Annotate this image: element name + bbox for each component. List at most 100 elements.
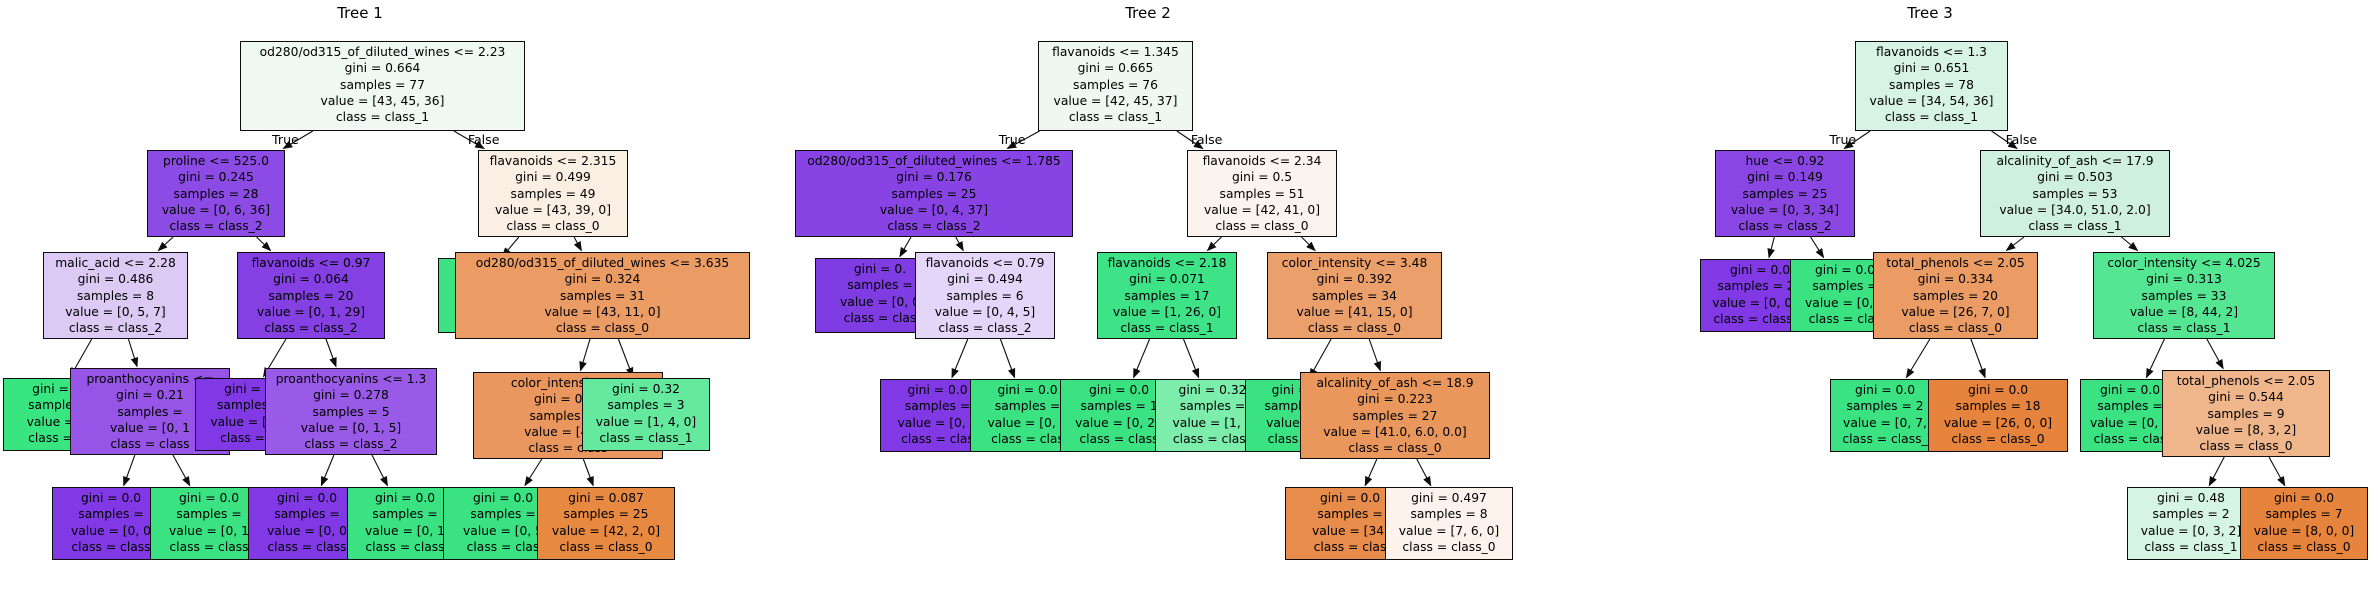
node-text-line: class = class_0 — [1402, 539, 1496, 554]
node-text-line: total_phenols <= 2.05 — [1886, 256, 2025, 270]
tree-title-1: Tree 1 — [337, 4, 383, 22]
tree-edge — [2268, 456, 2286, 487]
node-text-line: samples = 53 — [2032, 186, 2118, 201]
tree-edge — [1368, 338, 1382, 372]
node-text-line: gini = 0.245 — [178, 170, 254, 185]
node-text-line: samples = 9 — [2207, 406, 2285, 421]
node-text-line: class = — [28, 430, 73, 445]
node-text-line: malic_acid <= 2.28 — [55, 256, 176, 270]
node-text-line: samples = — [470, 507, 536, 522]
node-text-line: samples = — [2097, 399, 2163, 414]
node-text-line: class = class_1 — [2144, 539, 2238, 554]
tree-edge — [582, 458, 594, 487]
node-text-line: gini = 0.0 — [472, 491, 534, 505]
node-text-line: value = [0, 1, 29] — [256, 304, 366, 319]
node-text-line: gini = 0.0 — [1088, 383, 1150, 397]
node-text-line: class = class — [1079, 431, 1159, 446]
node-text-line: gini = 0.665 — [1077, 61, 1154, 76]
node-text-line: gini = 0.392 — [1316, 272, 1393, 287]
tree-edge — [325, 338, 337, 368]
node-text-line: value = [34.0, 51.0, 2.0] — [1999, 202, 2151, 217]
tree-title-2: Tree 2 — [1125, 4, 1171, 22]
node-text-line: samples = — [1812, 279, 1878, 294]
node-text-line: gini = 0.0 — [374, 491, 436, 505]
tree-edge — [172, 454, 191, 487]
node-text-line: gini = 0.149 — [1747, 170, 1823, 185]
node-text-line: gini = 0.0 — [1729, 263, 1791, 277]
node-text-line: samples = 51 — [1219, 186, 1305, 201]
node-text-line: color_intensity <= 3.48 — [1281, 256, 1428, 270]
tree-edge — [127, 338, 139, 368]
node-text-line: gini = 0.087 — [568, 491, 644, 505]
node-text-line: value = [42, 45, 37] — [1053, 93, 1178, 108]
node-text-line: class = clas — [901, 431, 974, 446]
node-text-line: value = [34, — [1311, 523, 1389, 538]
node-text-line: class = class_1 — [335, 110, 430, 125]
tree-edge — [282, 130, 314, 150]
node-text-line: gini = 0.48 — [2157, 491, 2225, 505]
node-text-line: samples = 31 — [560, 288, 645, 303]
node-text-line: value = [1, 26, 0] — [1112, 304, 1222, 319]
tree-edge — [1364, 458, 1378, 487]
node-text-line: gini = 0.0 — [178, 491, 240, 505]
tree-edge — [1810, 236, 1825, 259]
node-text-line: value = [43, 11, 0] — [544, 304, 661, 319]
node-text-line: class = class_2 — [264, 321, 358, 336]
tree-edge — [617, 338, 634, 378]
node-text-line: samples = 8 — [1410, 507, 1488, 522]
node-text-line: value = [41, 15, 0] — [1296, 304, 1413, 319]
branch-label-true: True — [272, 132, 299, 147]
tree-title-3: Tree 3 — [1907, 4, 1953, 22]
node-text-line: samples = 28 — [173, 186, 259, 201]
node-text-line: color_intensity <= 4.025 — [2107, 256, 2261, 270]
node-text-line: gini = 0.0 — [997, 383, 1058, 397]
node-text-line: value = [8, 0, 0] — [2253, 523, 2355, 538]
tree-edge — [453, 130, 485, 150]
node-text-line: sample — [28, 398, 73, 413]
node-text-line: value = [26, 0, 0] — [1943, 415, 2053, 430]
node-text-line: value = [34, 54, 36] — [1869, 93, 1994, 108]
tree-edge — [999, 338, 1016, 379]
tree-edge — [1176, 130, 1204, 150]
node-text-line: class = class_1 — [1884, 110, 1979, 125]
node-text-line: gini = 0.32 — [1178, 383, 1247, 397]
node-text-line: class = class_0 — [1307, 321, 1402, 336]
node-text-line: flavanoids <= 1.345 — [1052, 45, 1179, 59]
node-text-line: value = [26, 7, 0] — [1901, 304, 2010, 319]
tree-edge — [573, 236, 582, 252]
node-text-line: value = [0, 4, 37] — [879, 202, 989, 217]
node-text-line: gini = 0.494 — [947, 272, 1023, 287]
node-text-line: class = class_2 — [1738, 219, 1832, 234]
node-text-line: flavanoids <= 2.315 — [489, 154, 617, 168]
tree-edge — [1206, 236, 1222, 252]
node-text-line: class = class_2 — [887, 219, 981, 234]
node-text-line: flavanoids <= 1.3 — [1875, 45, 1988, 59]
node-text-line: total_phenols <= 2.05 — [2176, 374, 2316, 388]
node-text-line: od280/od315_of_diluted_wines <= 2.23 — [259, 45, 506, 59]
node-text-line: samples = 25 — [1742, 186, 1828, 201]
node-text-line: samples = 18 — [1955, 399, 2041, 414]
node-text-line: samples = — [847, 278, 913, 293]
node-text-line: samples = 5 — [312, 404, 390, 419]
node-text-line: class = class_0 — [1908, 321, 2003, 336]
branch-label-false: False — [467, 132, 500, 147]
node-text-line: value = [0, 3, 34] — [1730, 202, 1840, 217]
node-text-line: class = class_0 — [1348, 441, 1442, 456]
node-text-line: gini = 0.223 — [1357, 392, 1433, 407]
branch-label-true: True — [1829, 132, 1857, 147]
node-text-line: value = [1, 4, 0] — [595, 414, 697, 429]
node-text-line: samples = — [994, 399, 1061, 414]
